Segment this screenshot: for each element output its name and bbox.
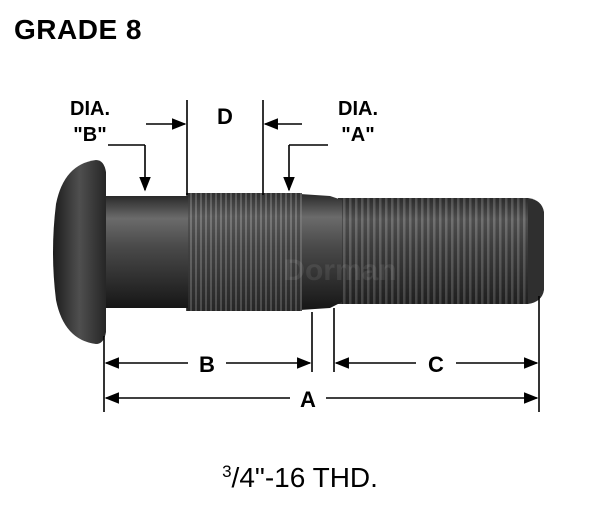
watermark: Dorman <box>283 254 396 287</box>
dimension-d <box>146 100 302 195</box>
thread-spec-text: "-16 THD. <box>254 462 378 493</box>
label-c: C <box>428 352 444 377</box>
label-dia-b-line2: "B" <box>73 124 106 146</box>
thread-spec-caption: 3/4"-16 THD. <box>0 462 600 494</box>
threaded-section <box>338 198 544 304</box>
label-dia-a-line2: "A" <box>341 124 374 146</box>
label-dia-a-line1: DIA. <box>338 98 378 120</box>
stud-head <box>53 160 106 344</box>
thread-size-denominator: 4 <box>239 462 255 493</box>
label-dia-b-line1: DIA. <box>70 98 110 120</box>
shank <box>100 196 188 308</box>
leader-dia-b <box>108 144 151 192</box>
thread-size-numerator: 3 <box>222 462 232 481</box>
extension-lines-bottom <box>103 296 540 412</box>
label-b: B <box>199 352 215 377</box>
label-a: A <box>300 387 316 412</box>
stud-diagram: Dorman DIA. "B" D DIA. "A" B C A <box>53 98 544 412</box>
leader-dia-a <box>283 144 328 192</box>
label-d: D <box>217 104 233 129</box>
knurled-section <box>186 193 302 311</box>
thread-size-slash: / <box>231 462 240 493</box>
page-title: GRADE 8 <box>14 14 142 45</box>
shoulder <box>300 194 342 310</box>
